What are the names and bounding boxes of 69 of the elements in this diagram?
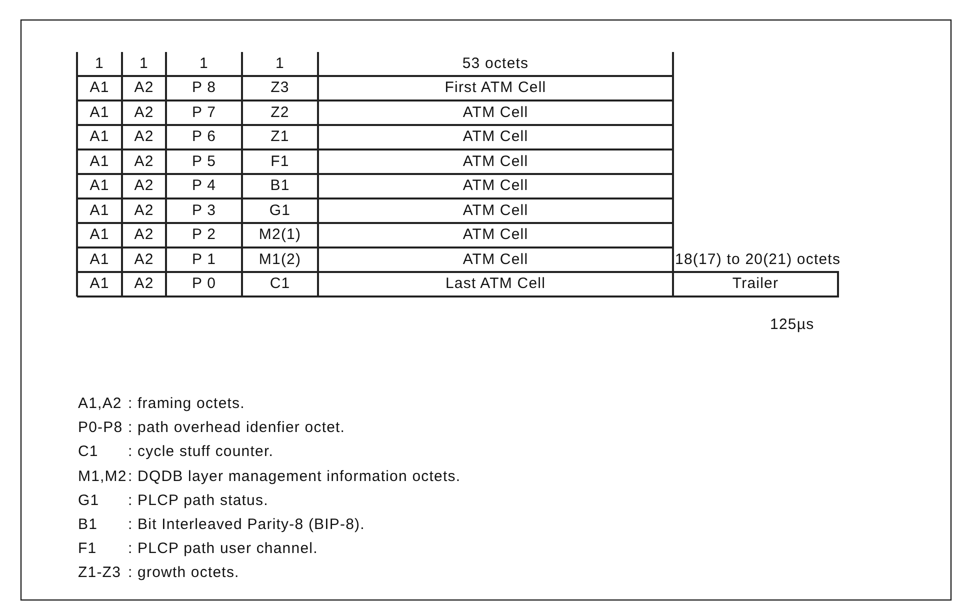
field-label: First ATM Cell <box>444 79 548 97</box>
field-label: A2 <box>133 250 155 268</box>
field-label: A2 <box>133 128 155 146</box>
abbreviation-text: A1,A2 <box>78 395 122 413</box>
field-label: P 2 <box>190 226 218 244</box>
field-label: ATM Cell <box>462 104 530 122</box>
field-label: P 8 <box>190 79 218 97</box>
field-size-label: 1 <box>274 55 286 73</box>
field-label: ATM Cell <box>462 152 530 170</box>
definition-text: : PLCP path user channel. <box>128 540 318 558</box>
field-label: A1 <box>88 275 110 293</box>
definition-text: : cycle stuff counter. <box>128 443 274 462</box>
field-size-label: 1 <box>198 55 210 73</box>
field-label: P 0 <box>190 275 218 293</box>
field-label: ATM Cell <box>462 202 530 220</box>
abbreviation-text: P0-P8 <box>78 419 123 438</box>
field-label: Z2 <box>270 104 290 122</box>
field-size-label: 1 <box>94 55 105 73</box>
field-label: B1 <box>269 177 291 195</box>
definition-text: : growth octets. <box>128 564 240 582</box>
abbreviation-text: M1,M2 <box>78 468 127 486</box>
definition-text: : PLCP path status. <box>128 492 268 510</box>
definition-text: : DQDB layer management information octets. <box>128 468 461 486</box>
field-label: A2 <box>133 152 155 170</box>
abbreviation-text: F1 <box>78 540 97 558</box>
field-label: ATM Cell <box>462 250 530 268</box>
frame-duration-label: 125µs <box>770 316 814 334</box>
definition-text: : Bit Interleaved Parity-8 (BIP-8). <box>128 516 365 534</box>
field-label: M2(1) <box>258 226 302 244</box>
field-label: A2 <box>133 177 155 195</box>
definition-text: : path overhead idenfier octet. <box>128 419 346 438</box>
field-label: Z3 <box>270 79 290 97</box>
field-label: F1 <box>270 152 290 170</box>
field-label: A2 <box>133 202 155 220</box>
field-label: ATM Cell <box>462 177 530 195</box>
field-label: A1 <box>88 250 110 268</box>
field-label: A2 <box>133 275 155 293</box>
abbreviation-text: Z1-Z3 <box>78 564 122 582</box>
field-label: P 3 <box>190 202 218 220</box>
trailer-size-label: 18(17) to 20(21) octets <box>675 251 841 269</box>
field-label: P 6 <box>190 128 218 146</box>
field-label: ATM Cell <box>462 128 530 146</box>
abbreviation-text: B1 <box>78 516 98 534</box>
abbreviation-text: C1 <box>78 443 98 462</box>
field-label: A2 <box>133 226 155 244</box>
field-label: A1 <box>88 177 110 195</box>
field-label: P 4 <box>190 177 218 195</box>
field-label: A1 <box>88 104 110 122</box>
field-label: A1 <box>88 202 110 220</box>
field-label: C1 <box>268 275 292 293</box>
field-label: A1 <box>88 128 110 146</box>
field-label: A2 <box>133 104 155 122</box>
field-label: Last ATM Cell <box>444 275 547 293</box>
field-label: A1 <box>88 152 110 170</box>
field-label: Z1 <box>270 128 290 146</box>
field-label: P 5 <box>190 152 218 170</box>
trailer-label: Trailer <box>731 275 780 293</box>
field-size-label: 53 octets <box>461 55 530 73</box>
field-label: A1 <box>88 79 110 97</box>
field-label: ATM Cell <box>462 226 530 244</box>
field-label: P 7 <box>190 104 218 122</box>
abbreviation-text: G1 <box>78 492 100 510</box>
field-label: P 1 <box>190 250 218 268</box>
field-label: G1 <box>268 202 292 220</box>
definition-text: : framing octets. <box>128 395 245 413</box>
field-label: A2 <box>133 79 155 97</box>
field-size-label: 1 <box>138 55 150 73</box>
field-label: M1(2) <box>258 250 302 268</box>
field-label: A1 <box>88 226 110 244</box>
